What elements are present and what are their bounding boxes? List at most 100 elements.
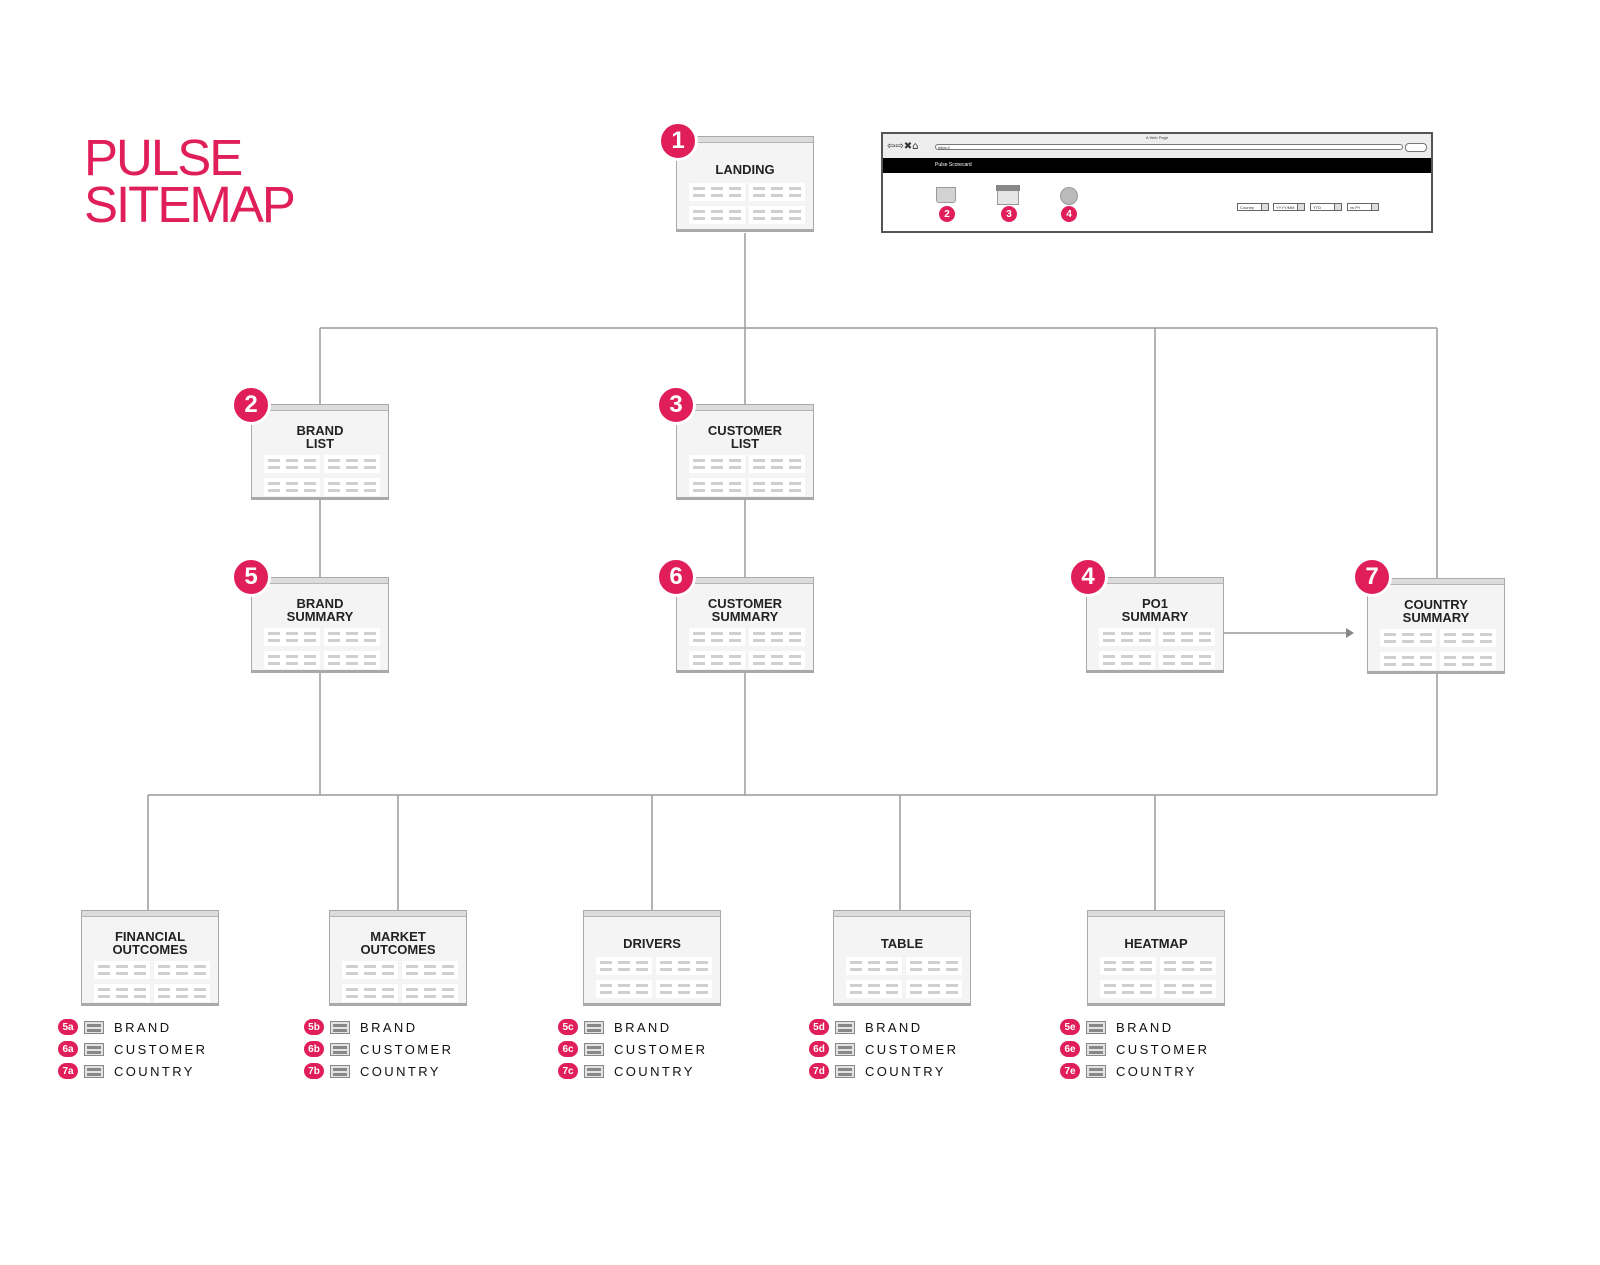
- thumbnail-cell: [324, 628, 380, 646]
- legend-label: CUSTOMER: [1116, 1041, 1210, 1057]
- legend-label: COUNTRY: [360, 1063, 441, 1079]
- thumbnail-cell: [689, 478, 745, 496]
- node-label: CUSTOMER LIST: [707, 423, 783, 451]
- browser-nav-icons[interactable]: ⇦⇨✖⌂: [887, 141, 919, 152]
- node-landing[interactable]: LANDING: [676, 136, 814, 232]
- node-customer-summary[interactable]: CUSTOMER SUMMARY: [676, 577, 814, 673]
- basket-badge: 2: [939, 206, 955, 222]
- page-thumbnail-icon: [330, 1042, 350, 1056]
- window-titlebar: [677, 578, 813, 584]
- thumbnail-cell: [1099, 651, 1155, 669]
- page-thumbnail-icon: [330, 1020, 350, 1034]
- node-table[interactable]: TABLE: [833, 910, 971, 1006]
- store-badge: 3: [1001, 206, 1017, 222]
- browser-page-title: A Web Page: [1145, 135, 1169, 140]
- node-market-outcomes[interactable]: MARKET OUTCOMES: [329, 910, 467, 1006]
- node-thumbnail-grid: [1380, 629, 1496, 670]
- node-label: DRIVERS: [623, 935, 681, 951]
- window-titlebar: [252, 578, 388, 584]
- legend-code-badge: 7c: [558, 1063, 578, 1079]
- ytd-select[interactable]: YTD: [1310, 203, 1342, 211]
- thumbnail-cell: [689, 651, 745, 669]
- thumbnail-cell: [154, 961, 210, 979]
- page-thumbnail-icon: [330, 1064, 350, 1078]
- legend-item[interactable]: 5d BRAND: [809, 1018, 923, 1036]
- node-label: COUNTRY SUMMARY: [1402, 597, 1470, 625]
- legend-label: BRAND: [865, 1019, 923, 1035]
- title-line-1: PULSE: [84, 129, 243, 186]
- legend-label: CUSTOMER: [865, 1041, 959, 1057]
- node-label: BRAND LIST: [296, 423, 344, 451]
- page-thumbnail-icon: [584, 1064, 604, 1078]
- thumbnail-cell: [689, 455, 745, 473]
- browser-url-bar[interactable]: https://: [935, 144, 1403, 150]
- store-icon[interactable]: [996, 185, 1020, 205]
- thumbnail-cell: [596, 980, 652, 998]
- node-thumbnail-grid: [94, 961, 210, 1002]
- page-thumbnail-icon: [1086, 1042, 1106, 1056]
- thumbnail-cell: [1100, 980, 1156, 998]
- node-brand-list[interactable]: BRAND LIST: [251, 404, 389, 500]
- browser-header-strip: Pulse Scorecard: [883, 158, 1431, 173]
- node-financial-outcomes[interactable]: FINANCIAL OUTCOMES: [81, 910, 219, 1006]
- thumbnail-cell: [846, 980, 902, 998]
- node-number-badge: 3: [656, 385, 696, 425]
- node-thumbnail-grid: [689, 455, 805, 496]
- page-thumbnail-icon: [835, 1042, 855, 1056]
- legend-code-badge: 5d: [809, 1019, 829, 1035]
- node-thumbnail-grid: [342, 961, 458, 1002]
- legend-label: CUSTOMER: [360, 1041, 454, 1057]
- legend-code-badge: 6c: [558, 1041, 578, 1057]
- thumbnail-cell: [689, 206, 745, 224]
- legend-code-badge: 7d: [809, 1063, 829, 1079]
- comparison-select[interactable]: vs PY: [1347, 203, 1379, 211]
- node-brand-summary[interactable]: BRAND SUMMARY: [251, 577, 389, 673]
- thumbnail-cell: [906, 957, 962, 975]
- node-drivers[interactable]: DRIVERS: [583, 910, 721, 1006]
- node-customer-list[interactable]: CUSTOMER LIST: [676, 404, 814, 500]
- browser-toolbar: A Web Page ⇦⇨✖⌂ https://: [883, 134, 1431, 159]
- thumbnail-cell: [749, 183, 805, 201]
- window-titlebar: [82, 911, 218, 917]
- node-heatmap[interactable]: HEATMAP: [1087, 910, 1225, 1006]
- country-select[interactable]: Country: [1237, 203, 1269, 211]
- thumbnail-cell: [402, 961, 458, 979]
- node-label: LANDING: [715, 161, 775, 177]
- thumbnail-cell: [749, 628, 805, 646]
- node-thumbnail-grid: [596, 957, 712, 998]
- legend-code-badge: 5e: [1060, 1019, 1080, 1035]
- window-titlebar: [252, 405, 388, 411]
- thumbnail-cell: [1440, 652, 1496, 670]
- period-select[interactable]: YYYY/MM: [1273, 203, 1305, 211]
- globe-icon[interactable]: [1060, 187, 1078, 205]
- node-po1-summary[interactable]: PO1 SUMMARY: [1086, 577, 1224, 673]
- window-titlebar: [330, 911, 466, 917]
- sitemap-title: PULSE SITEMAP: [84, 129, 296, 230]
- node-thumbnail-grid: [264, 628, 380, 669]
- basket-icon[interactable]: [936, 187, 956, 203]
- node-number-badge: 7: [1352, 557, 1392, 597]
- window-titlebar: [677, 137, 813, 143]
- page-thumbnail-icon: [1086, 1064, 1106, 1078]
- page-thumbnail-icon: [84, 1020, 104, 1034]
- node-country-summary[interactable]: COUNTRY SUMMARY: [1367, 578, 1505, 674]
- thumbnail-cell: [656, 957, 712, 975]
- thumbnail-cell: [1159, 651, 1215, 669]
- node-label: TABLE: [880, 935, 924, 951]
- browser-search-field[interactable]: [1405, 143, 1427, 152]
